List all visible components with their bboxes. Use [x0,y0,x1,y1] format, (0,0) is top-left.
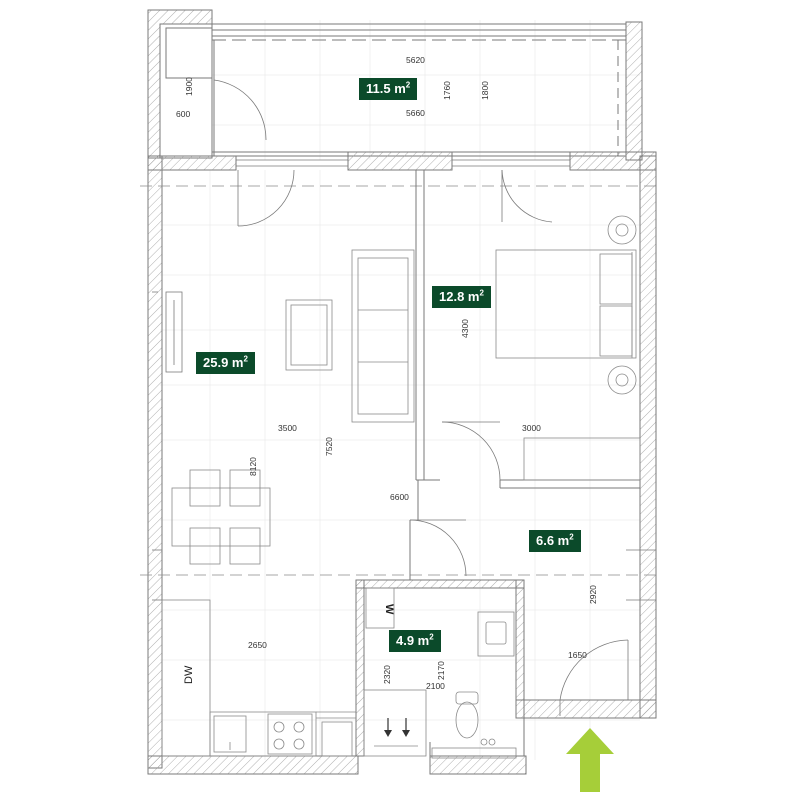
dim-balcony-side-width: 600 [176,109,190,119]
dim-hall-height: 2920 [588,585,598,604]
dim-living-length: 7520 [324,437,334,456]
bathroom-fixtures [363,587,517,759]
interior-walls [355,170,640,757]
area-label-bedroom: 12.8 m2 [432,286,491,308]
doors [237,169,629,716]
washer-label: W [383,604,395,615]
dimension-labels: 5620 5660 1760 1800 1900 600 3500 7520 8… [176,55,598,691]
outer-walls [147,151,657,775]
dim-balcony-side-height: 1900 [184,77,194,96]
dim-balcony-width-top: 5620 [406,55,425,65]
dim-living-width: 3500 [278,423,297,433]
shower-arrow-icon [384,718,410,737]
area-label-balcony: 11.5 m2 [359,78,418,100]
bedroom-furniture [495,215,641,481]
dim-total-width: 6600 [390,492,409,502]
dim-balcony-width-bottom: 5660 [406,108,425,118]
dim-bath-width: 2100 [426,681,445,691]
dim-bedroom-height: 4300 [460,319,470,338]
dim-hall-width: 1650 [568,650,587,660]
dim-bath-height-a: 2320 [382,665,392,684]
construction-grid [160,20,640,760]
dim-balcony-height-a: 1760 [442,81,452,100]
living-furniture [171,249,415,565]
dim-bedroom-width: 3000 [522,423,541,433]
axis-lines [140,185,660,576]
dim-kitchen-width: 2650 [248,640,267,650]
dishwasher-label: DW [183,665,195,684]
area-label-living: 25.9 m2 [196,352,255,374]
kitchen-counter [161,599,356,757]
area-label-hall: 6.6 m2 [529,530,581,552]
area-label-bathroom: 4.9 m2 [389,630,441,652]
dim-balcony-height-b: 1800 [480,81,490,100]
entrance-arrow-icon [566,728,614,792]
dim-bath-height-b: 2170 [436,661,446,680]
window-lines [152,159,656,601]
balcony-door [213,79,267,141]
dim-living-side: 8120 [248,457,258,476]
